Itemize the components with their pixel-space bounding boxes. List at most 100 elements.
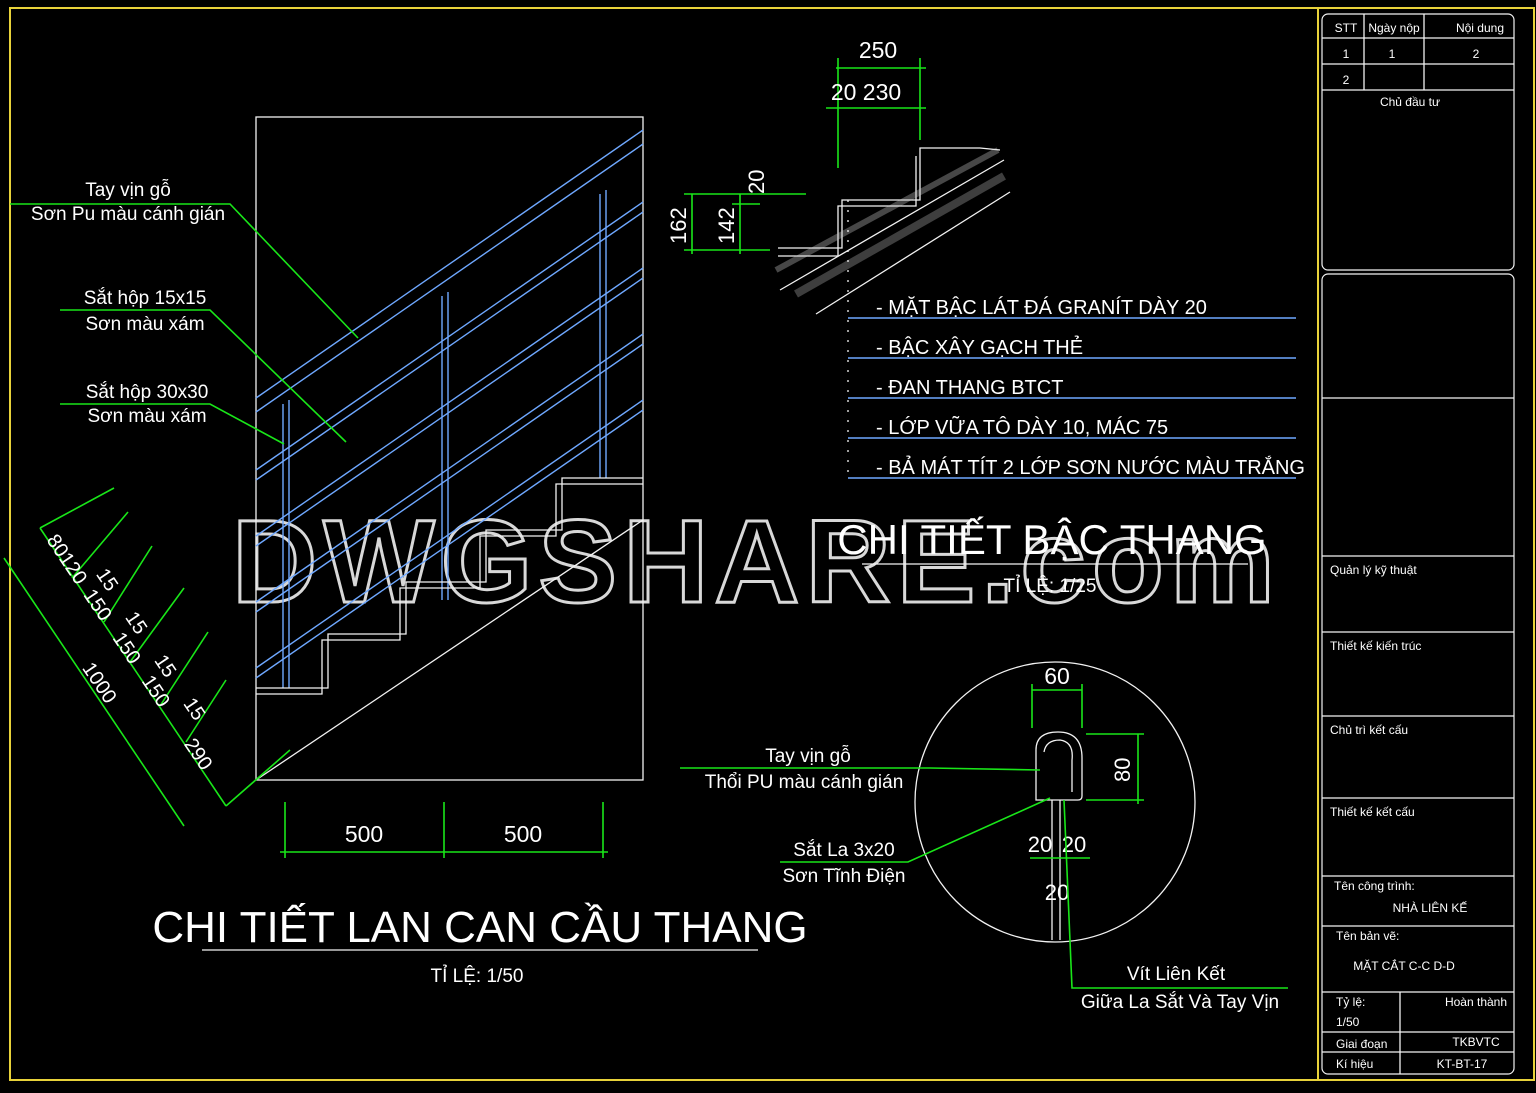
dim-80: 80 — [1110, 758, 1135, 782]
tb-phase: TKBVTC — [1452, 1035, 1500, 1049]
leader-line — [60, 403, 285, 445]
step-title: CHI TIẾT BẬC THANG — [837, 516, 1266, 563]
label-handrail-2: Sơn Pu màu cánh gián — [31, 204, 225, 225]
tb-owner: Chủ đầu tư — [1380, 95, 1440, 109]
tb-date: Ngày nộp — [1368, 21, 1420, 35]
tb-drawing-label: Tên bản vẽ: — [1336, 929, 1399, 943]
dim-ext — [129, 587, 185, 663]
tb-tkkc: Thiết kế kết cấu — [1330, 805, 1415, 819]
tb-r1c: 2 — [1473, 47, 1480, 61]
hr-label-3a: Vít Liên Kết — [1127, 964, 1226, 985]
leader-line — [780, 797, 1051, 863]
tb-r1a: 1 — [1343, 47, 1350, 61]
tb-code: KT-BT-17 — [1437, 1057, 1488, 1071]
dim-60: 60 — [1044, 663, 1070, 689]
handrail-detail: 60 80 20 20 20 Tay vịn gỗ Thổi PU màu cá… — [680, 661, 1288, 1013]
label-handrail-1: Tay vịn gỗ — [85, 179, 171, 201]
slab-hatch — [774, 147, 1000, 273]
dim-250: 250 — [859, 37, 897, 63]
slab-line — [815, 191, 1011, 315]
watermark: DWGSHARE.com — [231, 495, 1281, 630]
leader-line — [680, 767, 1041, 771]
railing-detail: Tay vịn gỗ Sơn Pu màu cánh gián Sắt hộp … — [3, 116, 808, 987]
dim-ext — [185, 679, 227, 743]
tb-ctkc: Chủ trì kết cấu — [1330, 723, 1408, 737]
hr-label-1a: Tay vịn gỗ — [765, 745, 851, 767]
dim-162: 162 — [666, 207, 691, 244]
dim-15: 15 — [179, 694, 210, 725]
tb-drawing: MẶT CẮT C-C D-D — [1353, 958, 1455, 973]
hr-label-1b: Thổi PU màu cánh gián — [705, 772, 904, 793]
rail-line — [255, 333, 644, 603]
slope-dim-inner — [39, 527, 227, 807]
rail-line — [255, 343, 644, 613]
slope-labels: 80 120 15 150 15 150 15 150 15 290 1000 — [42, 530, 216, 774]
note-5: - BẢ MÁT TÍT 2 LỚP SƠN NƯỚC MÀU TRẮNG — [876, 455, 1305, 479]
dim-150: 150 — [108, 628, 145, 668]
dim-20-c: 20 — [1045, 880, 1069, 905]
detail-circle — [914, 661, 1196, 943]
note-4: - LỚP VỮA TÔ DÀY 10, MÁC 75 — [876, 415, 1168, 439]
label-box30-1: Sắt hộp 30x30 — [86, 381, 209, 403]
step-scale: TỈ LỆ: 1/25 — [1004, 575, 1097, 597]
leader-line — [1063, 799, 1288, 989]
stair-profile — [256, 477, 643, 689]
dim-ext — [103, 545, 153, 623]
dim-20-a: 20 — [1028, 832, 1052, 857]
drawing-frame — [9, 7, 1535, 1081]
slope-dim-outer — [3, 557, 185, 827]
dim-ext — [225, 749, 291, 807]
rail-line — [255, 267, 644, 537]
tb-project: NHÀ LIÊN KẾ — [1393, 900, 1468, 915]
watermark-text: DWGSHARE.com — [232, 496, 1281, 628]
step-profile — [778, 147, 1001, 249]
tb-phase-label: Giai đoạn — [1336, 1037, 1387, 1051]
label-box30-2: Sơn màu xám — [87, 406, 206, 427]
tb-box — [1321, 13, 1515, 271]
dim-290: 290 — [179, 734, 216, 774]
step-detail: 250 20 230 162 142 20 - MẶT BẬC LÁT ĐÁ G… — [666, 37, 1305, 597]
stair-slab — [255, 519, 644, 781]
note-1: - MẶT BẬC LÁT ĐÁ GRANÍT DÀY 20 — [876, 296, 1207, 319]
note-2: - BẬC XÂY GẠCH THẺ — [876, 336, 1083, 359]
tb-stt: STT — [1335, 21, 1358, 35]
dim-500-b: 500 — [504, 821, 542, 847]
dim-20: 20 — [744, 170, 769, 194]
railing-title: CHI TIẾT LAN CAN CẦU THANG — [152, 902, 807, 952]
tb-r1b: 1 — [1389, 47, 1396, 61]
dim-20-230: 20 230 — [831, 79, 901, 105]
handrail-profile — [1043, 739, 1073, 792]
hr-label-3b: Giữa La Sắt Và Tay Vịn — [1081, 991, 1279, 1013]
slab-hatch — [794, 172, 1006, 298]
tb-status: Hoàn thành — [1445, 995, 1507, 1009]
stair-profile — [256, 483, 643, 695]
leader-line — [60, 309, 347, 443]
title-block: STT Ngày nộp Nội dung 1 1 2 2 Chủ đầu tư… — [1321, 13, 1515, 1075]
dim-1000: 1000 — [77, 658, 120, 707]
rail-line — [255, 409, 644, 679]
slab-line — [779, 159, 1005, 291]
leader-line — [10, 203, 359, 339]
tb-qlkt: Quản lý kỹ thuật — [1330, 563, 1417, 577]
dim-150: 150 — [137, 671, 174, 711]
rail-line — [255, 211, 644, 481]
tb-tkkt: Thiết kế kiến trúc — [1330, 639, 1421, 653]
rail-line — [255, 277, 644, 547]
railing-scale: TỈ LỆ: 1/50 — [431, 965, 524, 987]
tb-scale: 1/50 — [1336, 1015, 1360, 1029]
tb-scale-label: Tỷ lệ: — [1336, 995, 1365, 1009]
rail-line — [255, 201, 644, 471]
railing-frame — [255, 116, 644, 781]
dim-500-a: 500 — [345, 821, 383, 847]
hr-label-2b: Sơn Tĩnh Điện — [782, 866, 905, 887]
dim-150: 150 — [79, 585, 116, 625]
dim-ext — [159, 631, 209, 707]
dim-ext — [71, 511, 129, 579]
tb-code-label: Kí hiệu — [1336, 1057, 1373, 1071]
note-3: - ĐAN THANG BTCT — [876, 377, 1063, 399]
rail-line — [255, 399, 644, 669]
handrail-line — [255, 129, 644, 399]
label-box15-1: Sắt hộp 15x15 — [84, 287, 207, 309]
tb-box — [1321, 273, 1515, 1075]
